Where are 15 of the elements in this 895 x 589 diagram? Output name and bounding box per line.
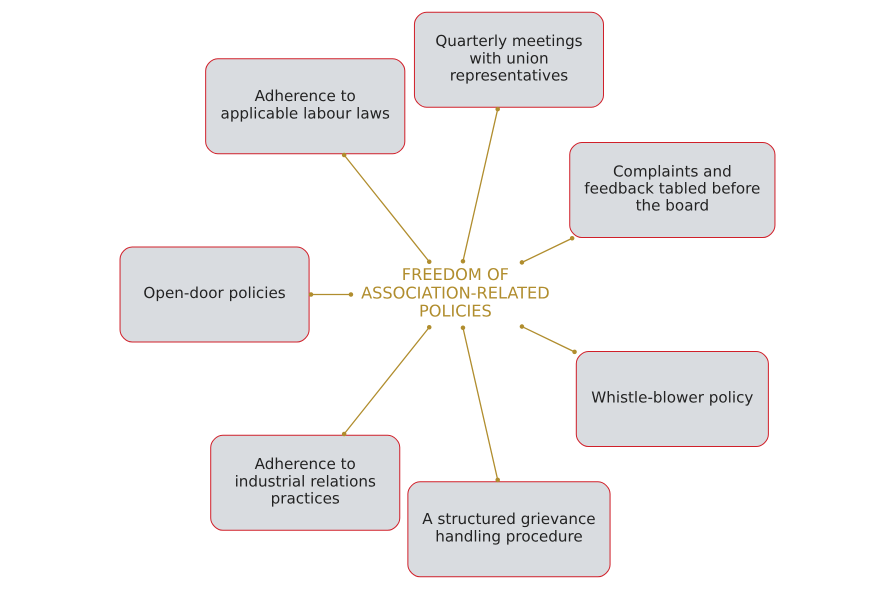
node-box: Complaints and feedback tabled before the board	[569, 142, 776, 238]
connector	[460, 325, 500, 482]
node-box: Quarterly meetings with union representatives	[414, 12, 604, 108]
node-box: A structured grievance handling procedure	[407, 481, 611, 578]
connector	[308, 292, 354, 297]
connector	[520, 236, 574, 265]
connector	[342, 325, 432, 436]
connector	[460, 106, 500, 264]
node-box: Adherence to industrial relations practices	[210, 434, 400, 531]
node-box: Adherence to applicable labour laws	[205, 58, 406, 154]
connector	[520, 324, 577, 354]
connector	[342, 152, 432, 264]
node-text: FREEDOM OF ASSOCIATION-RELATED POLICIES	[361, 265, 550, 321]
node-box: Whistle-blower policy	[576, 350, 769, 447]
node-box: Open-door policies	[120, 246, 310, 343]
